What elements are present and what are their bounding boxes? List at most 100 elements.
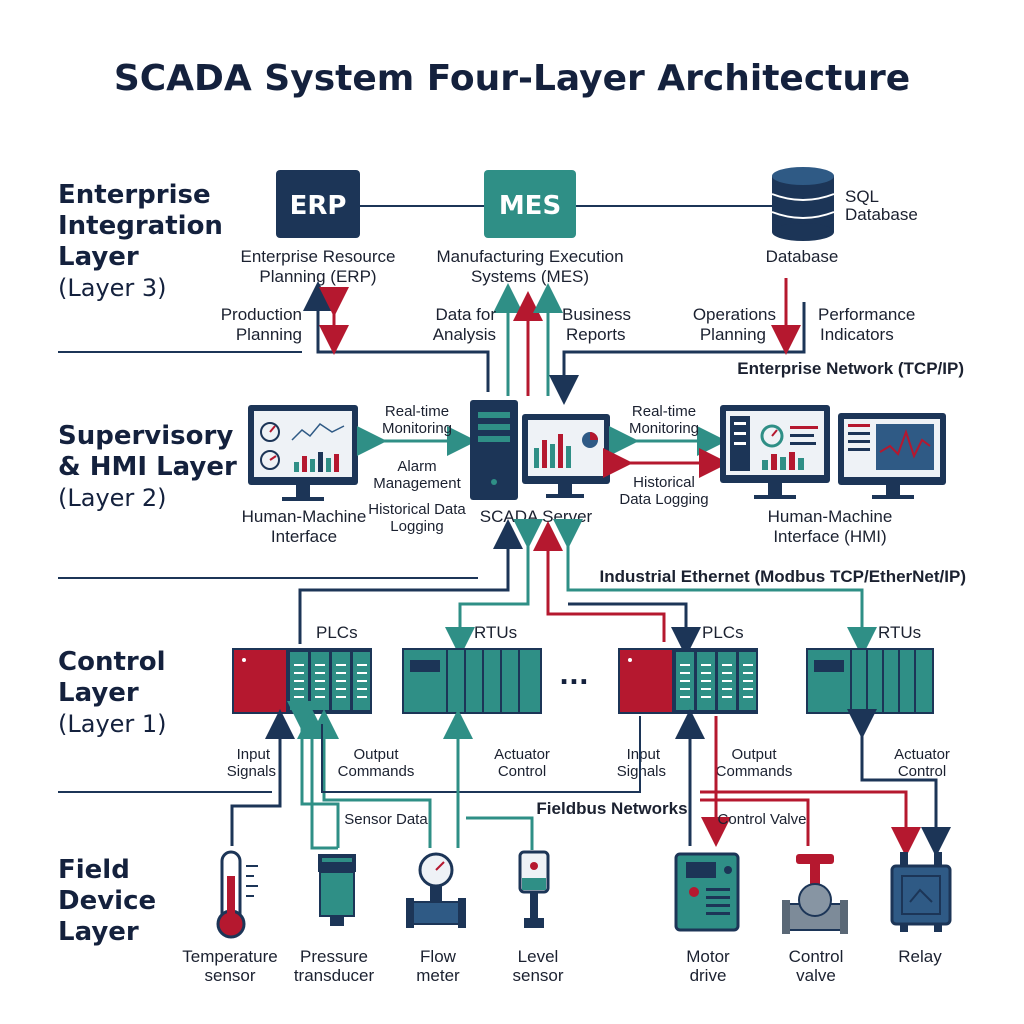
flow-label-actuator-control-2: Actuator Control <box>894 746 950 780</box>
layer-label-field: Field Device Layer <box>58 855 156 947</box>
svg-text:SQL: SQL <box>845 187 879 206</box>
device-label-rtus-1: RTUs <box>474 623 517 642</box>
svg-text:valve: valve <box>796 966 836 985</box>
svg-text:Indicators: Indicators <box>820 325 894 344</box>
layer-label-control: Control Layer (Layer 1) <box>58 647 167 738</box>
svg-text:Control: Control <box>58 647 165 677</box>
flow-label-production-planning: Production Planning <box>221 305 302 344</box>
field-caption-temperature-sensor: Temperature sensor <box>182 947 277 985</box>
flow-label-performance-indicators: Performance Indicators <box>818 305 915 344</box>
mes-box: MES <box>484 170 576 238</box>
svg-text:Supervisory: Supervisory <box>58 421 233 451</box>
svg-text:Input: Input <box>627 746 661 763</box>
control-valve-icon <box>782 854 848 934</box>
svg-text:Actuator: Actuator <box>894 746 950 763</box>
flow-label-historical-left: Historical Data Logging <box>368 501 466 535</box>
svg-text:Enterprise Resource: Enterprise Resource <box>241 247 396 266</box>
flow-arrow-performance-indicators <box>549 302 806 405</box>
sensor-data-label: Sensor Data <box>344 811 428 828</box>
svg-text:Monitoring: Monitoring <box>629 420 699 437</box>
industrial-ethernet-label: Industrial Ethernet (Modbus TCP/EtherNet… <box>600 567 966 586</box>
svg-text:Relay: Relay <box>898 947 942 966</box>
erp-box: ERP <box>276 170 360 238</box>
flow-label-historical-right: Historical Data Logging <box>619 474 708 508</box>
svg-text:Performance: Performance <box>818 305 915 324</box>
svg-text:Pressure: Pressure <box>300 947 368 966</box>
svg-text:Interface: Interface <box>271 527 337 546</box>
svg-text:Systems (MES): Systems (MES) <box>471 267 589 286</box>
field-caption-motor-drive: Motor drive <box>686 947 730 985</box>
svg-text:sensor: sensor <box>512 966 563 985</box>
svg-text:Manufacturing Execution: Manufacturing Execution <box>436 247 623 266</box>
svg-text:Human-Machine: Human-Machine <box>768 507 893 526</box>
ellipsis: ... <box>559 661 589 691</box>
svg-text:Reports: Reports <box>566 325 626 344</box>
svg-text:Data for: Data for <box>436 305 497 324</box>
svg-text:Interface (HMI): Interface (HMI) <box>773 527 886 546</box>
svg-text:Alarm: Alarm <box>397 458 436 475</box>
fieldbus-arrows <box>230 701 951 857</box>
enterprise-network-label: Enterprise Network (TCP/IP) <box>737 359 964 378</box>
svg-text:Input: Input <box>237 746 271 763</box>
svg-text:Field: Field <box>58 855 130 885</box>
pressure-transducer-icon <box>318 854 356 926</box>
svg-text:Analysis: Analysis <box>433 325 496 344</box>
rtu-rack-2 <box>806 648 934 714</box>
layer-label-enterprise: Enterprise Integration Layer (Layer 3) <box>58 180 223 302</box>
hmi-left-caption: Human-Machine Interface <box>242 507 367 546</box>
erp-caption: Enterprise Resource Planning (ERP) <box>241 247 396 286</box>
svg-text:Real-time: Real-time <box>385 403 449 420</box>
flow-label-realtime-right: Real-time Monitoring <box>629 403 699 437</box>
relay-icon <box>890 852 952 932</box>
svg-text:Control: Control <box>789 947 844 966</box>
svg-text:Integration: Integration <box>58 211 223 241</box>
diagram-title: SCADA System Four-Layer Architecture <box>114 58 910 99</box>
mes-caption: Manufacturing Execution Systems (MES) <box>436 247 623 286</box>
svg-text:Layer: Layer <box>58 678 139 708</box>
svg-text:Planning (ERP): Planning (ERP) <box>259 267 376 286</box>
svg-text:Temperature: Temperature <box>182 947 277 966</box>
svg-text:ERP: ERP <box>290 191 347 221</box>
flow-label-output-commands-2: Output Commands <box>716 746 793 780</box>
database-caption: Database <box>766 247 839 266</box>
svg-text:MES: MES <box>499 191 561 221</box>
svg-text:Historical Data: Historical Data <box>368 501 466 518</box>
svg-text:Business: Business <box>562 305 631 324</box>
database-icon <box>771 167 835 241</box>
layer-label-supervisory: Supervisory & HMI Layer (Layer 2) <box>58 421 237 512</box>
svg-text:Control: Control <box>898 763 946 780</box>
svg-text:Planning: Planning <box>236 325 302 344</box>
flow-label-output-commands-1: Output Commands <box>338 746 415 780</box>
flow-label-operations-planning: Operations Planning <box>693 305 776 344</box>
svg-text:Logging: Logging <box>390 518 443 535</box>
field-caption-flow-meter: Flow meter <box>416 947 460 985</box>
field-caption-level-sensor: Level sensor <box>512 947 563 985</box>
svg-text:Production: Production <box>221 305 302 324</box>
control-valve-flow-label: Control Valve <box>718 811 807 828</box>
flow-label-data-for-analysis: Data for Analysis <box>433 305 497 344</box>
hmi-right-caption: Human-Machine Interface (HMI) <box>768 507 893 546</box>
flow-label-business-reports: Business Reports <box>562 305 631 344</box>
svg-text:Commands: Commands <box>716 763 793 780</box>
svg-text:& HMI Layer: & HMI Layer <box>58 452 237 482</box>
scada-server-monitor <box>522 414 610 498</box>
svg-text:Management: Management <box>373 475 461 492</box>
svg-text:Control: Control <box>498 763 546 780</box>
svg-text:Output: Output <box>731 746 777 763</box>
svg-text:Historical: Historical <box>633 474 695 491</box>
motor-drive-icon <box>674 852 740 932</box>
thermometer-icon <box>216 850 258 939</box>
svg-text:Database: Database <box>845 205 918 224</box>
industrial-ethernet-bus <box>298 519 877 657</box>
svg-text:drive: drive <box>690 966 727 985</box>
field-caption-relay: Relay <box>898 947 942 966</box>
svg-text:Real-time: Real-time <box>632 403 696 420</box>
svg-text:Flow: Flow <box>420 947 457 966</box>
svg-text:Signals: Signals <box>617 763 666 780</box>
svg-text:meter: meter <box>416 966 460 985</box>
flow-label-realtime-left: Real-time Monitoring <box>382 403 452 437</box>
svg-text:Enterprise: Enterprise <box>58 180 211 210</box>
plc-rack-1 <box>232 648 372 714</box>
svg-text:Level: Level <box>518 947 559 966</box>
hmi-right-monitor-2 <box>838 413 946 499</box>
